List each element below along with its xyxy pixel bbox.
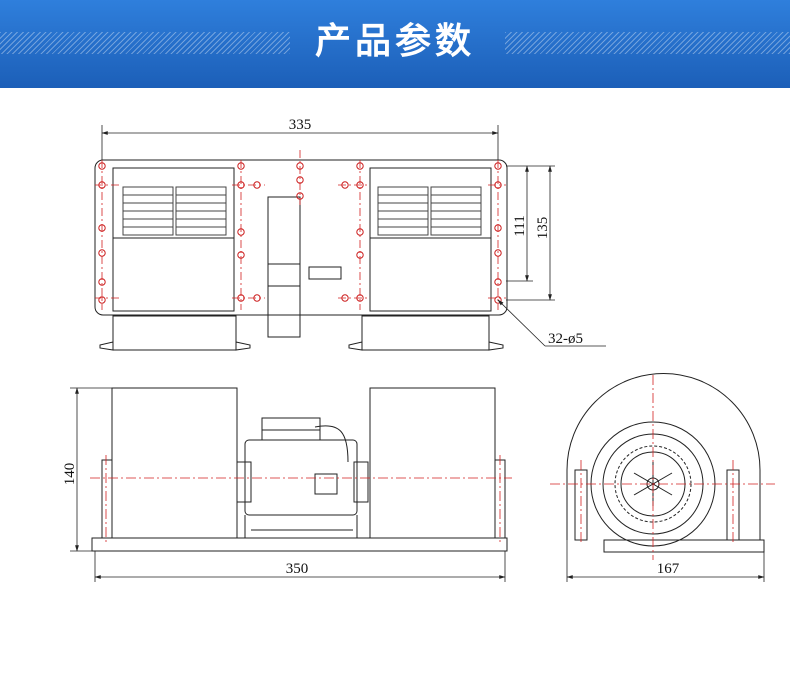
motor-terminal-box (261, 417, 321, 441)
right-grille (377, 186, 482, 236)
front-right-housing (369, 387, 496, 539)
dim-label-holes: 32-ø5 (548, 331, 583, 347)
top-view-plate (94, 159, 508, 316)
title-banner: 产品参数 (0, 0, 790, 88)
technical-drawing: 335 111 135 32-ø5 140 (62, 117, 775, 582)
motor-body (244, 439, 358, 516)
dim-label-side-width: 167 (657, 561, 680, 577)
hole-leader (497, 299, 606, 347)
dim-front-height (70, 387, 112, 552)
dim-front-width (94, 551, 506, 582)
left-housing (112, 237, 235, 312)
banner-hatch-right (505, 32, 790, 54)
dim-right-heights (506, 165, 555, 301)
left-grille (122, 186, 227, 236)
page-title: 产品参数 (314, 21, 475, 62)
left-skirt (112, 315, 237, 351)
top-view (94, 159, 508, 351)
dim-top-width (101, 125, 499, 160)
scroll-housing (566, 373, 761, 540)
side-view (566, 373, 765, 553)
front-left-housing (111, 387, 238, 539)
side-base (603, 539, 765, 553)
front-base (91, 537, 508, 552)
center-motor (267, 196, 301, 338)
dim-side-width (566, 540, 765, 582)
dim-label-top-width: 335 (289, 117, 312, 133)
right-skirt (361, 315, 490, 351)
dim-label-front-width: 350 (286, 561, 309, 577)
right-housing (369, 237, 492, 312)
dim-label-111: 111 (512, 215, 528, 236)
dim-label-front-height: 140 (62, 463, 78, 486)
motor-connector (314, 473, 338, 495)
side-centerlines (550, 375, 775, 560)
center-label-box (308, 266, 342, 280)
banner-hatch-left (0, 32, 290, 54)
top-centerlines (95, 150, 506, 310)
front-view (91, 387, 508, 552)
front-centerlines (90, 455, 512, 545)
dim-label-135: 135 (535, 217, 551, 240)
